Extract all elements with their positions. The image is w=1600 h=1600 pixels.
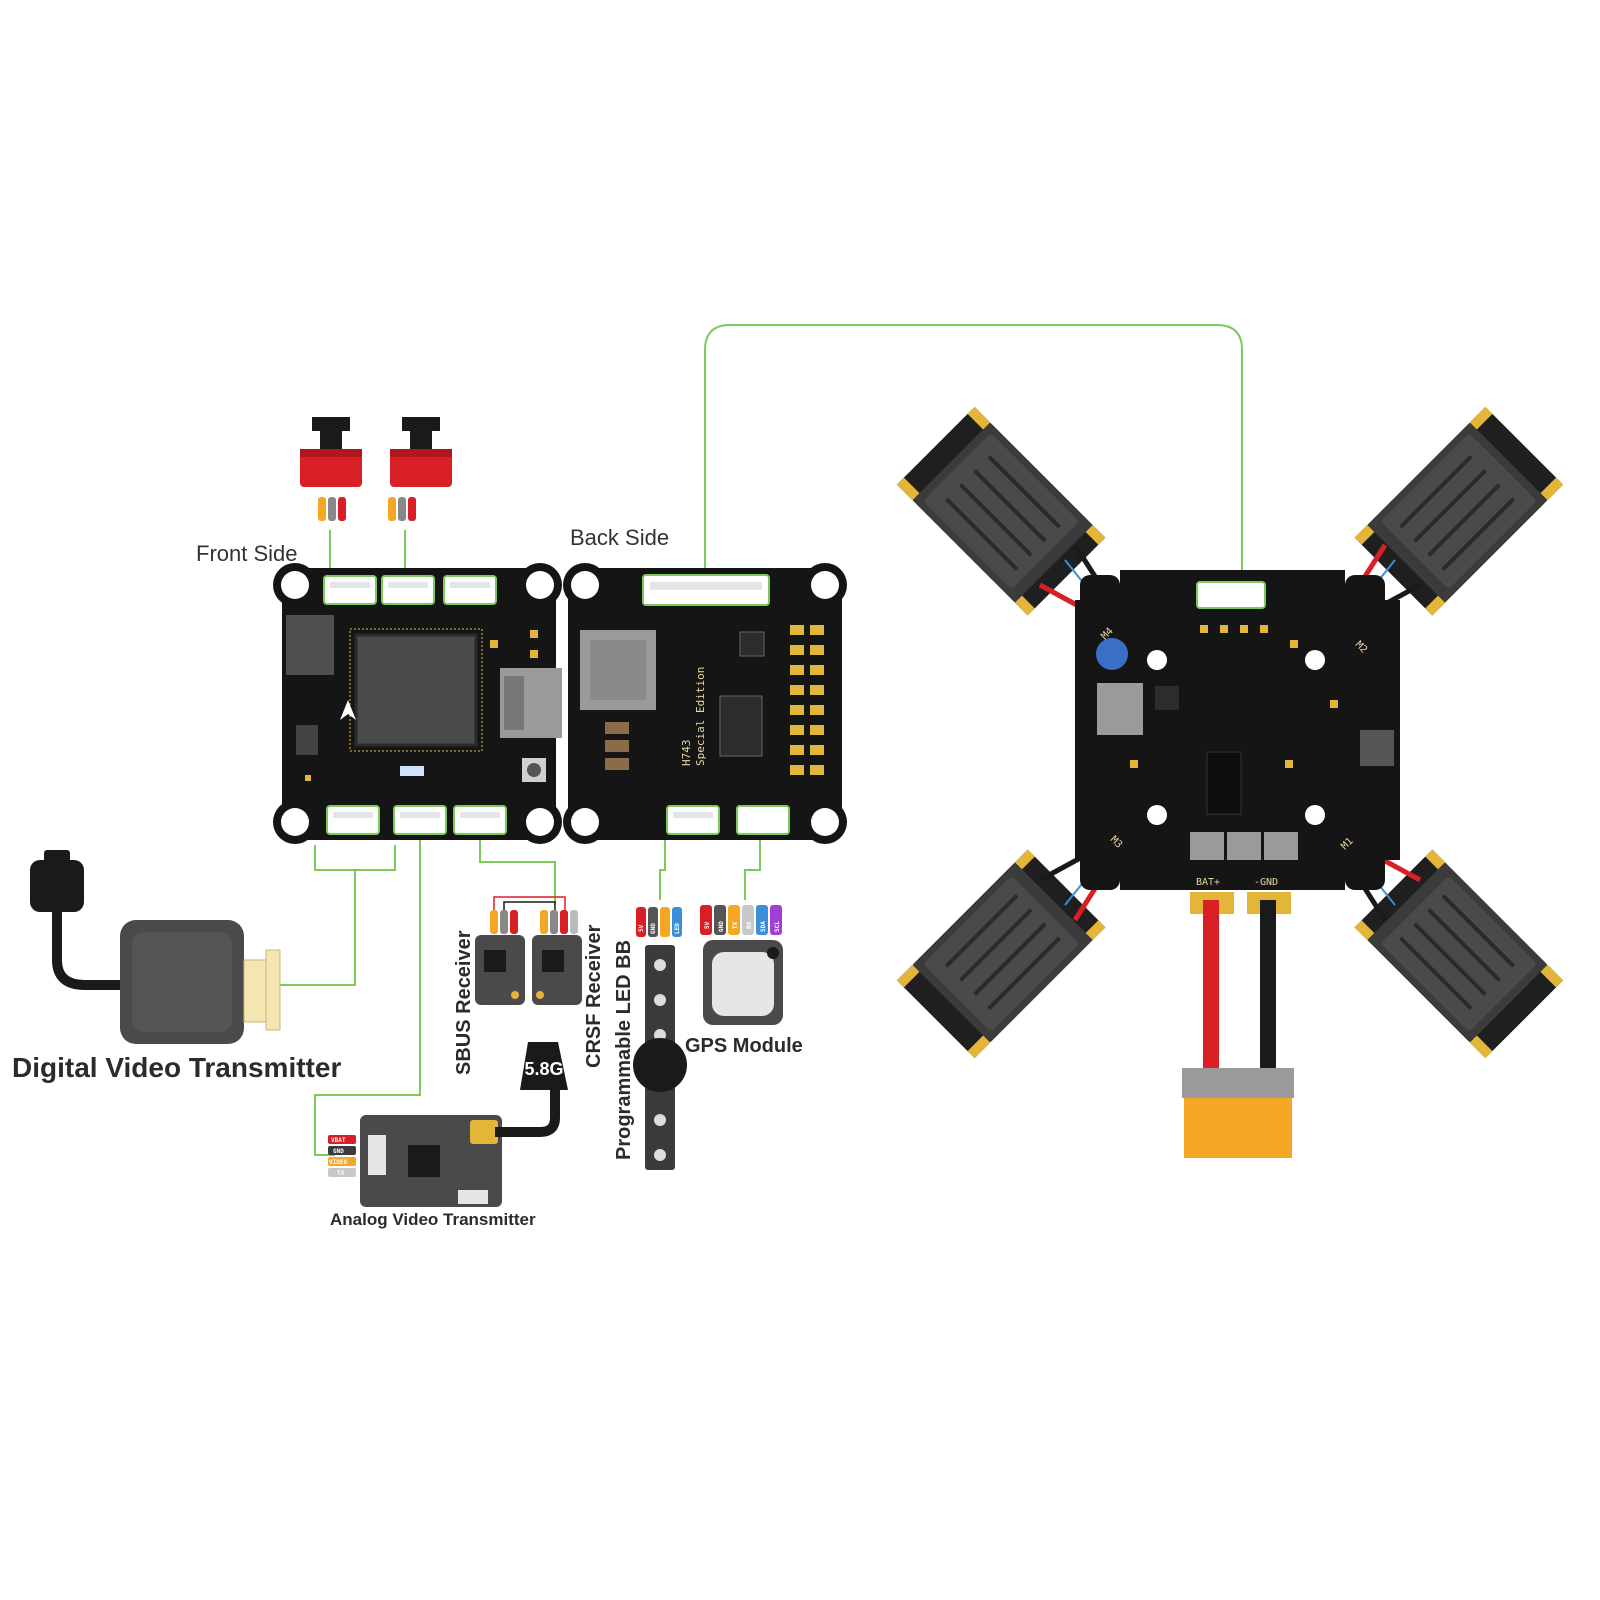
vtx-pin-vbat: VBAT bbox=[331, 1137, 346, 1144]
front-side-label: Front Side bbox=[196, 541, 298, 566]
vtx-pin-video: VIDEO bbox=[329, 1159, 347, 1166]
gps-pin-gnd: GND bbox=[718, 921, 725, 932]
sbus-receiver bbox=[475, 910, 525, 1005]
vtx-pin-tx: TX bbox=[337, 1170, 345, 1177]
crsf-receiver-label: CRSF Receiver bbox=[583, 924, 605, 1068]
xt60-connector-icon bbox=[1182, 1068, 1294, 1158]
crsf-receiver bbox=[532, 910, 582, 1005]
vtx-pin-gnd: GND bbox=[333, 1148, 344, 1155]
flight-controller-front bbox=[273, 563, 562, 844]
analog-vtx-label: Analog Video Transmitter bbox=[330, 1210, 536, 1229]
gnd-pad: -GND bbox=[1254, 877, 1278, 888]
antenna-connector-right bbox=[388, 417, 452, 521]
bat-positive-pad: BAT+ bbox=[1196, 877, 1220, 888]
camera-icon bbox=[30, 850, 130, 990]
led-pin-led: LED bbox=[674, 923, 681, 934]
gps-pin-tx: TX bbox=[732, 921, 739, 929]
gps-pin-sda: SDA bbox=[760, 921, 767, 932]
esc-board-assembly: M4 M2 M3 M1 BAT+ -GND bbox=[897, 407, 1563, 1158]
programmable-led-bb: 5V GND LED bbox=[633, 907, 687, 1170]
digital-vtx-label: Digital Video Transmitter bbox=[12, 1052, 341, 1083]
led-pin-5v: 5V bbox=[638, 924, 645, 932]
fc-edition: Special Edition bbox=[694, 667, 707, 766]
antenna-band-label: 5.8G bbox=[524, 1059, 563, 1079]
gps-pin-scl: SCL bbox=[774, 921, 781, 932]
led-pin-gnd: GND bbox=[650, 923, 657, 934]
fc-model-name: H743 bbox=[680, 740, 693, 767]
antenna-icon: 5.8G bbox=[495, 1042, 568, 1137]
gps-pin-rx: RX bbox=[746, 921, 753, 929]
buzzer-icon bbox=[633, 1038, 687, 1092]
back-side-label: Back Side bbox=[570, 525, 669, 550]
gps-module-label: GPS Module bbox=[685, 1035, 803, 1057]
flight-controller-back: H743 Special Edition bbox=[563, 563, 847, 844]
gps-pin-5v: 5V bbox=[704, 921, 711, 929]
sbus-receiver-label: SBUS Receiver bbox=[453, 930, 475, 1075]
analog-video-transmitter: 5.8G VBAT GND VIDEO TX bbox=[328, 1042, 568, 1207]
signal-wires bbox=[280, 324, 1243, 1156]
gps-module: 5V GND TX RX SDA SCL bbox=[700, 905, 783, 1025]
antenna-connector-left bbox=[300, 417, 362, 521]
digital-video-transmitter bbox=[30, 850, 281, 1044]
led-bb-label: Programmable LED BB bbox=[613, 940, 635, 1160]
